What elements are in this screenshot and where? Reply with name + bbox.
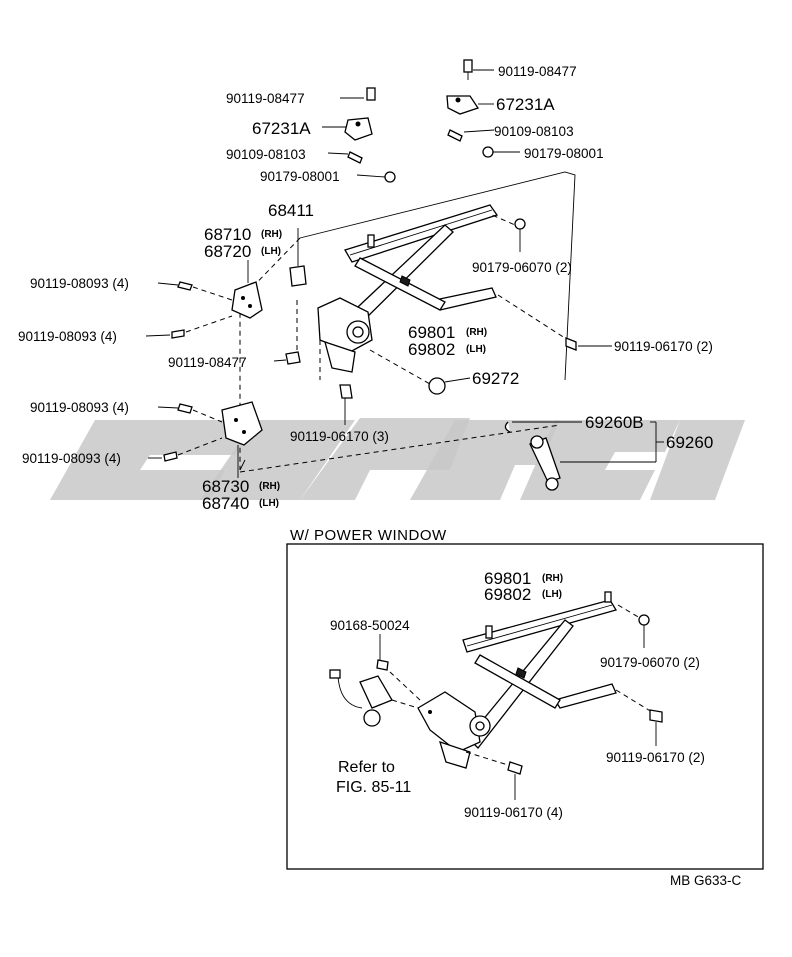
refer-to-line2: FIG. 85-11 — [336, 779, 411, 796]
bolt-90119-06170-3 — [339, 384, 353, 425]
refer-to-line1: Refer to — [338, 759, 395, 776]
nut-90179-left — [356, 171, 396, 183]
label-68730: 68730 — [202, 477, 249, 496]
label-68740: 68740 — [202, 494, 249, 513]
label-pw-69802: 69802 — [484, 585, 531, 604]
label-68730-tag: (RH) — [259, 481, 280, 492]
label-69260b: 69260B — [585, 413, 644, 432]
label-90119-06170-3: 90119-06170 (3) — [290, 429, 389, 444]
label-90119-06170-2: 90119-06170 (2) — [614, 339, 713, 354]
label-90179-06070: 90179-06070 (2) — [472, 260, 572, 275]
bolt-90168-50024 — [376, 634, 389, 671]
label-pw-90119-06170-4: 90119-06170 (4) — [464, 805, 563, 820]
label-67231a-left: 67231A — [252, 119, 311, 138]
nut-power-90179 — [638, 614, 650, 648]
label-90119-08093-2: 90119-08093 (4) — [18, 329, 117, 344]
bolt-top-left — [340, 87, 376, 101]
bracket-67231a-left — [322, 117, 373, 141]
label-90119-08477-left: 90119-08477 — [226, 91, 305, 106]
label-90179-08001-left: 90179-08001 — [260, 169, 340, 184]
label-pw-69801: 69801 — [484, 569, 531, 588]
bolt-90109-right — [447, 129, 495, 142]
figure-code: MB G633-C — [670, 873, 742, 888]
label-pw-69802-tag: (LH) — [542, 589, 562, 600]
nut-90179-right — [482, 146, 520, 158]
label-90119-08093-4: 90119-08093 (4) — [22, 451, 121, 466]
label-90109-08103-right: 90109-08103 — [494, 124, 574, 139]
label-69801-tag: (RH) — [466, 327, 487, 338]
clip-68411 — [289, 228, 307, 287]
motor-assembly — [329, 669, 421, 727]
bracket-67231a-right — [446, 95, 494, 115]
hinge-upper — [145, 260, 263, 339]
label-pw-69801-tag: (RH) — [542, 573, 563, 584]
label-68710-tag: (RH) — [261, 229, 282, 240]
label-90119-08093-1: 90119-08093 (4) — [30, 276, 129, 291]
label-69802: 69802 — [408, 340, 455, 359]
bolt-power-90119-4 — [465, 751, 523, 800]
bolt-90109-left — [327, 151, 363, 164]
window-crank-handle — [504, 421, 664, 491]
label-pw-90179-06070: 90179-06070 (2) — [600, 655, 700, 670]
label-69272: 69272 — [472, 369, 519, 388]
regulator-power — [417, 591, 653, 769]
label-68710: 68710 — [204, 225, 251, 244]
label-68411: 68411 — [268, 201, 314, 220]
hinge-lower — [148, 401, 263, 478]
label-68720: 68720 — [204, 242, 251, 261]
bolt-90119-06170-manual — [565, 337, 612, 351]
label-69801: 69801 — [408, 323, 455, 342]
washer-69272 — [428, 377, 471, 395]
label-pw-90168-50024: 90168-50024 — [330, 618, 410, 633]
label-67231a-right: 67231A — [496, 95, 555, 114]
label-90109-08103-left: 90109-08103 — [226, 147, 306, 162]
regulator-manual — [317, 204, 569, 385]
power-window-box — [286, 543, 764, 870]
nut-90179-06070 — [514, 218, 526, 252]
bolt-top-right — [463, 59, 494, 80]
label-90119-08477-mid: 90119-08477 — [168, 355, 247, 370]
bolt-power-90119-2 — [649, 709, 663, 746]
label-69802-tag: (LH) — [466, 344, 486, 355]
label-68720-tag: (LH) — [261, 246, 281, 257]
power-window-header: W/ POWER WINDOW — [290, 527, 447, 544]
label-68740-tag: (LH) — [259, 498, 279, 509]
watermark-logo — [50, 418, 745, 500]
label-90119-08093-3: 90119-08093 (4) — [30, 400, 129, 415]
label-pw-90119-06170-2: 90119-06170 (2) — [606, 750, 705, 765]
bolt-90119-08477-mid — [273, 300, 301, 365]
label-69260: 69260 — [666, 433, 713, 452]
label-90119-08477-top: 90119-08477 — [498, 64, 577, 79]
label-90179-08001-right: 90179-08001 — [524, 146, 604, 161]
